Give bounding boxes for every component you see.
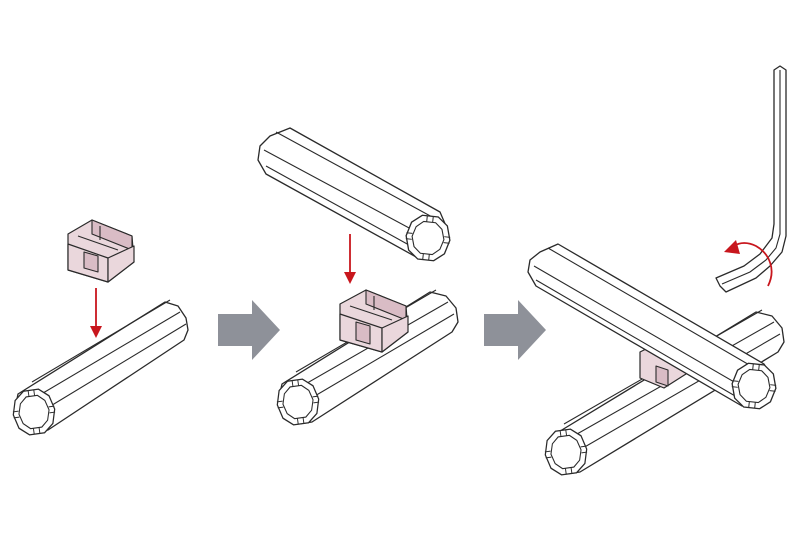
step-arrow-2: [484, 300, 546, 360]
rotate-arrow-icon: [724, 240, 773, 287]
step1-joint: [67, 219, 135, 283]
step-3-group: [527, 65, 787, 478]
step2-upper-tube: [257, 127, 453, 263]
step-1-group: [9, 219, 189, 438]
hex-key-wrench: [715, 65, 787, 293]
step-2-group: [257, 127, 459, 428]
step3-upper-tube: [527, 243, 779, 411]
step-arrow-1: [218, 300, 280, 360]
step1-tube: [9, 299, 189, 438]
step2-joint: [339, 289, 409, 353]
step2-drop-arrow: [344, 234, 356, 284]
step1-drop-arrow: [90, 288, 102, 338]
